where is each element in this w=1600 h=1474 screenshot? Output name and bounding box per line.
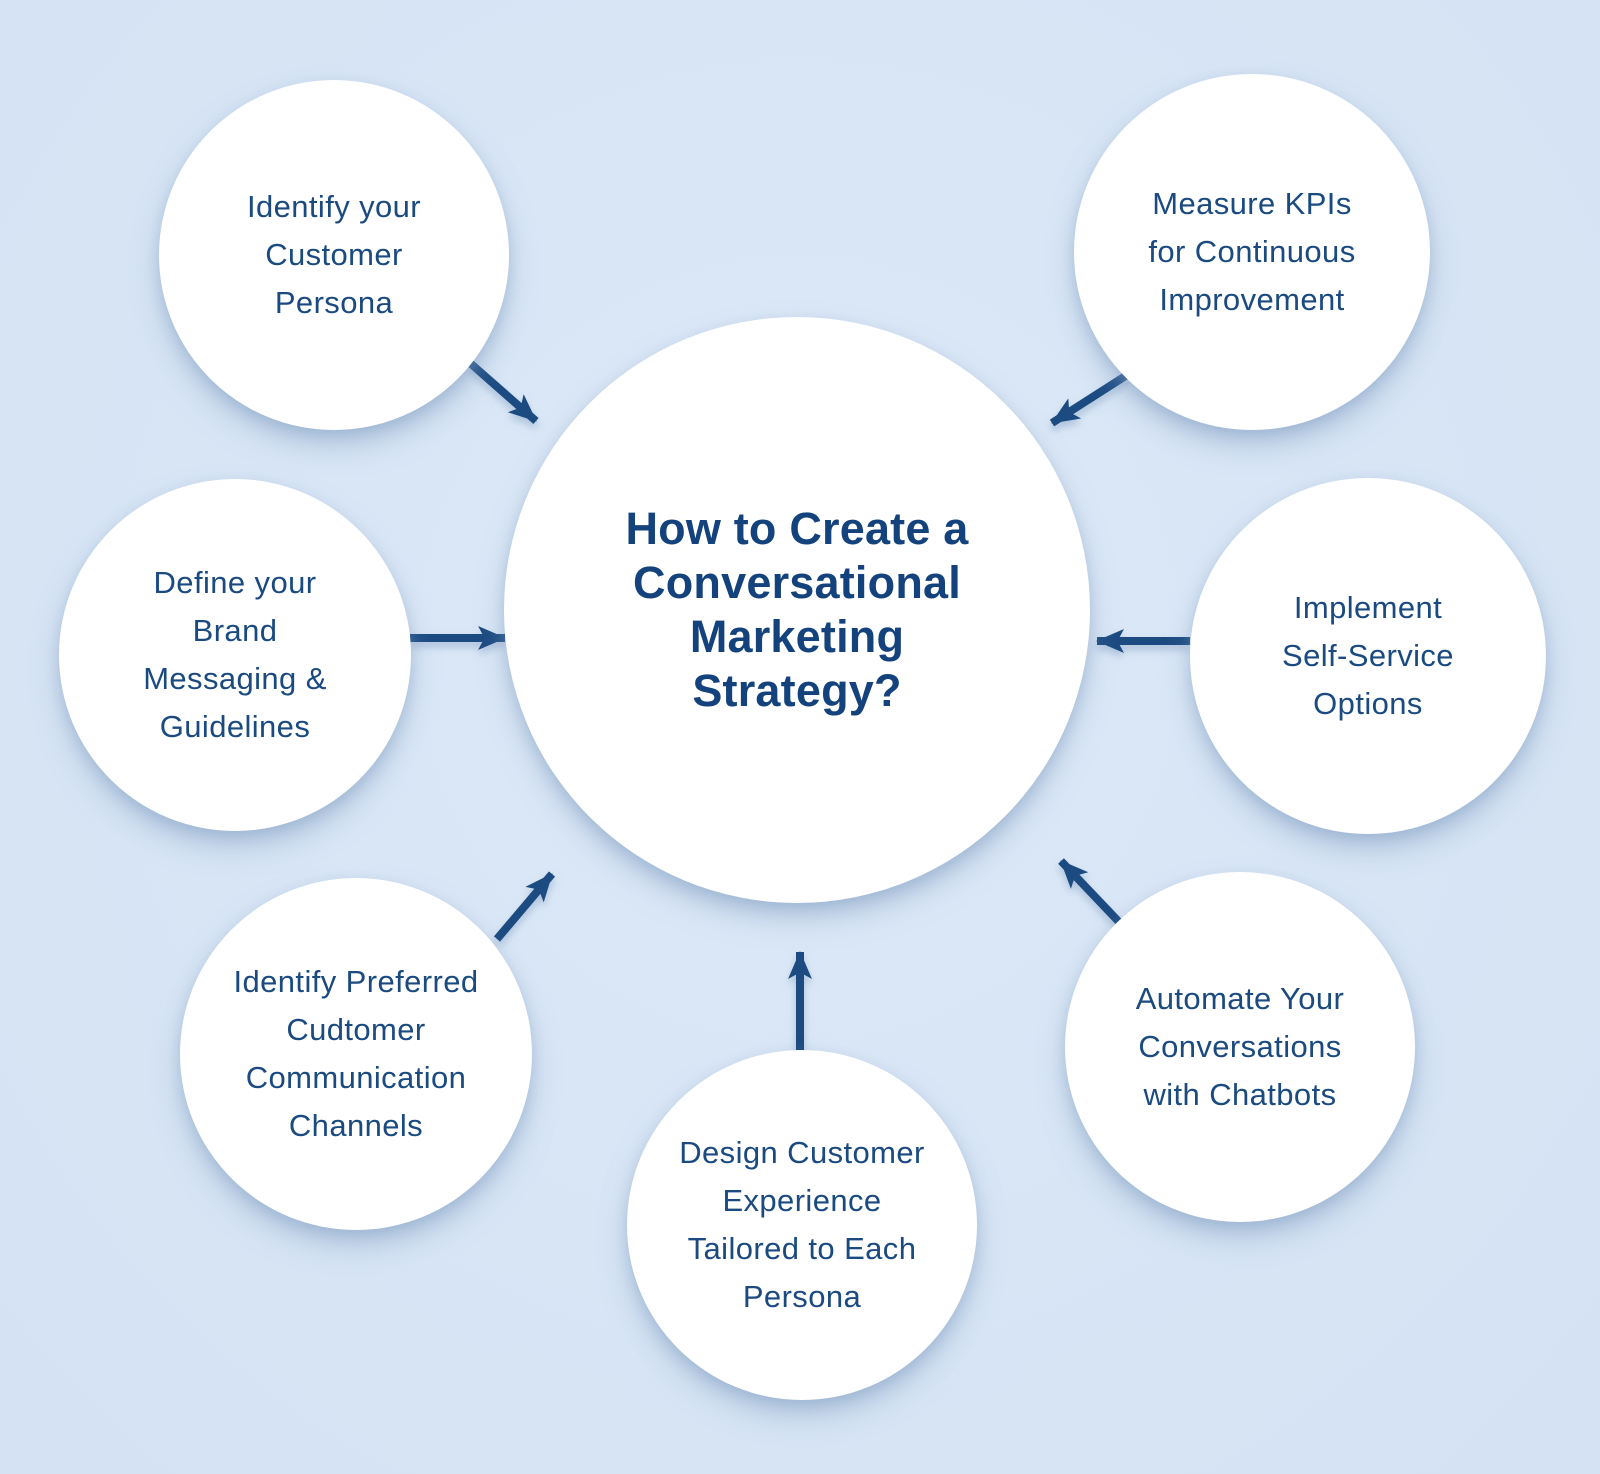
- node-identify-customer-persona: Identify your Customer Persona: [159, 80, 509, 430]
- arrow-automate-chatbots-to-center: [1058, 858, 1123, 926]
- node-label-measure-kpis: Measure KPIs for Continuous Improvement: [1148, 185, 1356, 318]
- node-measure-kpis: Measure KPIs for Continuous Improvement: [1074, 74, 1430, 430]
- node-design-customer-experience: Design Customer Experience Tailored to E…: [627, 1050, 977, 1400]
- center-node: How to Create a Conversational Marketing…: [504, 317, 1090, 903]
- node-label-identify-preferred-channels: Identify Preferred Cudtomer Communicatio…: [233, 963, 479, 1144]
- node-label-implement-self-service: Implement Self-Service Options: [1282, 589, 1454, 722]
- node-label-design-customer-experience: Design Customer Experience Tailored to E…: [679, 1134, 925, 1315]
- node-label-define-brand-messaging: Define your Brand Messaging & Guidelines: [143, 564, 327, 745]
- center-title: How to Create a Conversational Marketing…: [625, 503, 969, 716]
- arrow-measure-kpis-to-center: [1049, 371, 1130, 427]
- node-automate-chatbots: Automate Your Conversations with Chatbot…: [1065, 872, 1415, 1222]
- node-identify-preferred-channels: Identify Preferred Cudtomer Communicatio…: [180, 878, 532, 1230]
- arrow-identify-customer-persona-to-center: [467, 359, 539, 425]
- node-implement-self-service: Implement Self-Service Options: [1190, 478, 1546, 834]
- node-label-automate-chatbots: Automate Your Conversations with Chatbot…: [1135, 980, 1345, 1113]
- arrow-identify-preferred-channels-to-center: [493, 871, 556, 942]
- node-define-brand-messaging: Define your Brand Messaging & Guidelines: [59, 479, 411, 831]
- node-label-identify-customer-persona: Identify your Customer Persona: [246, 188, 422, 321]
